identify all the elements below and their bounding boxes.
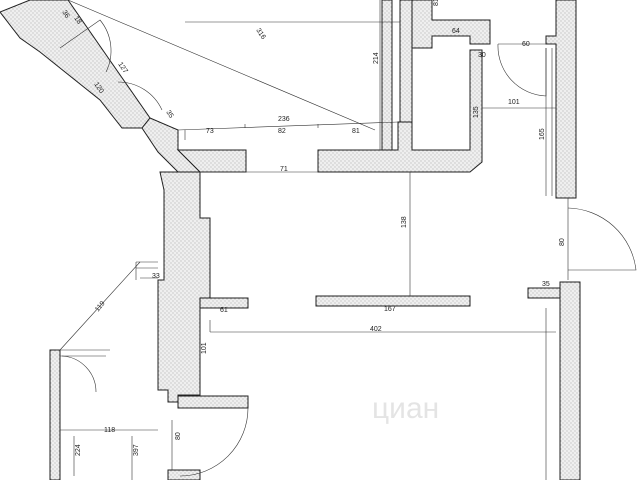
dim-224: 224 <box>75 444 82 456</box>
dim-81-top: 81 <box>433 0 440 6</box>
dim-33: 33 <box>152 273 160 280</box>
dim-165: 165 <box>539 128 546 140</box>
dim-61: 61 <box>220 307 228 314</box>
wall-right-top <box>545 0 577 199</box>
dim-35: 35 <box>164 109 174 119</box>
dim-82: 82 <box>278 128 286 135</box>
wall-balcony-lower <box>49 349 61 480</box>
dim-101-left: 101 <box>201 342 208 354</box>
thin-lines <box>56 0 569 480</box>
dim-167: 167 <box>384 306 396 313</box>
dim-138: 138 <box>401 216 408 228</box>
dim-402: 402 <box>370 326 382 333</box>
dim-316: 316 <box>254 27 266 41</box>
watermark-text: циан <box>372 392 439 425</box>
dim-397: 397 <box>133 444 140 456</box>
dim-73: 73 <box>206 128 214 135</box>
walls <box>0 0 581 480</box>
wall-left-main <box>157 171 211 403</box>
dim-101-top: 101 <box>508 99 520 106</box>
dim-118: 118 <box>104 427 115 434</box>
wall-top-vertical <box>381 0 393 151</box>
dim-119: 119 <box>94 300 107 313</box>
wall-right-lower <box>559 281 581 480</box>
dim-35-right: 35 <box>542 281 550 288</box>
wall-stub-35 <box>527 287 561 299</box>
dim-214: 214 <box>373 52 380 64</box>
dim-135: 135 <box>473 106 480 118</box>
door-swing-balcony <box>117 81 163 111</box>
dim-81: 81 <box>352 128 360 135</box>
doors <box>59 19 637 477</box>
wall-top-box <box>411 0 491 49</box>
dim-71: 71 <box>280 166 288 173</box>
door-swing-top-left <box>59 19 112 73</box>
dimension-labels: 36 18 316 127 120 35 214 81 64 30 60 236… <box>60 0 566 456</box>
dim-60: 60 <box>522 41 530 48</box>
door-swing-balcony-lower <box>61 355 97 393</box>
wall-left-lower <box>177 395 249 409</box>
dim-64: 64 <box>452 28 460 35</box>
dim-80-bottom: 80 <box>175 432 182 440</box>
wall-stub-61 <box>199 297 249 309</box>
wall-bottom-stub <box>167 469 201 480</box>
dim-36: 36 <box>60 9 70 19</box>
dim-236: 236 <box>278 116 290 123</box>
door-swing-top-right <box>497 43 547 97</box>
wall-balcony-diagonal <box>0 0 151 129</box>
door-swing-right <box>567 207 637 271</box>
dim-80-right: 80 <box>559 238 566 246</box>
wall-top-vertical-2 <box>399 0 413 123</box>
dim-30: 30 <box>478 52 486 59</box>
door-swing-bottom <box>179 407 249 477</box>
wall-stub-167 <box>315 295 471 307</box>
dim-18: 18 <box>72 15 82 25</box>
